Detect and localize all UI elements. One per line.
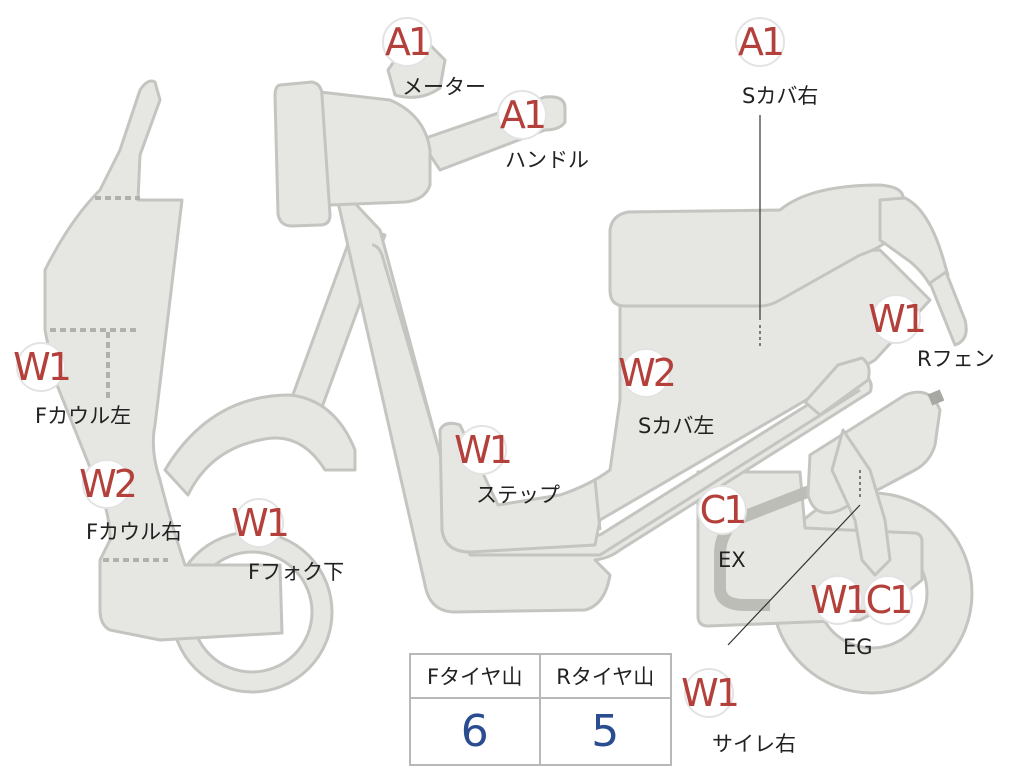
marker-code-f-fork-lower: W1	[231, 498, 290, 548]
rear-tail	[878, 196, 950, 287]
table-value-front-tire: 6	[411, 699, 541, 764]
marker-label-r-fender: Rフェン	[917, 347, 995, 371]
marker-code-f-cowl-right: W2	[79, 459, 138, 509]
muffler-tip	[927, 389, 945, 406]
marker-label-eg: EG	[843, 635, 873, 659]
marker-code-eg-corrosion: C1	[863, 575, 913, 625]
marker-code-handle: A1	[497, 90, 547, 140]
marker-label-silencer-right: サイレ右	[712, 732, 796, 756]
marker-code-step: W1	[454, 425, 513, 475]
marker-code-eg: W1	[810, 575, 869, 625]
marker-code-f-cowl-left: W1	[13, 342, 72, 392]
table-value-rear-tire: 5	[591, 706, 620, 757]
tire-tread-table: Fタイヤ山 Rタイヤ山 6 5	[409, 653, 672, 766]
leader-eg-2	[727, 504, 861, 646]
marker-code-meter: A1	[382, 17, 432, 67]
rear-arm-upper	[803, 356, 871, 417]
marker-label-s-cover-right: Sカバ右	[742, 84, 819, 108]
rear-shock	[830, 428, 892, 577]
side-cover	[438, 248, 932, 554]
marker-code-silencer-right: W1	[681, 668, 740, 718]
marker-code-r-fender: W1	[868, 294, 927, 344]
marker-code-ex: C1	[697, 485, 747, 535]
marker-label-s-cover-left: Sカバ左	[638, 414, 715, 438]
front-fender	[163, 393, 357, 497]
rear-lamp	[928, 270, 968, 347]
headlight	[273, 80, 332, 228]
marker-code-s-cover-right: A1	[735, 17, 785, 67]
marker-label-step: ステップ	[476, 483, 560, 507]
table-header-front-tire: Fタイヤ山	[411, 655, 541, 699]
marker-label-f-cowl-left: Fカウル左	[35, 404, 132, 428]
marker-label-handle: ハンドル	[505, 148, 589, 172]
marker-label-ex: EX	[718, 548, 746, 572]
table-header-rear-tire: Rタイヤ山	[540, 655, 670, 699]
side-cover-line	[593, 479, 602, 531]
marker-label-f-cowl-right: Fカウル右	[86, 520, 183, 544]
marker-code-s-cover-left: W2	[618, 348, 677, 398]
marker-label-f-fork-lower: Fフォク下	[248, 560, 345, 584]
marker-label-meter: メーター	[402, 75, 486, 99]
